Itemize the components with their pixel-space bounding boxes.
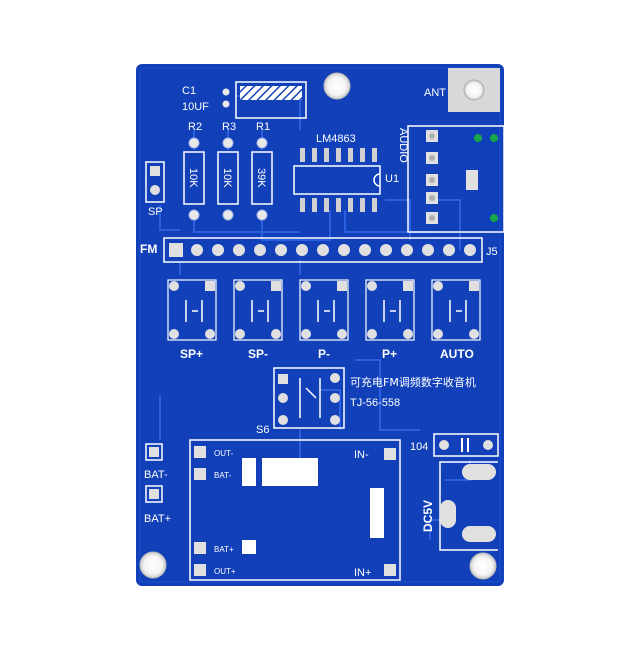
bat-minus-label: BAT- <box>144 469 168 481</box>
r1-label: R1 <box>256 121 270 133</box>
mounting-hole-bottom-right <box>469 552 497 580</box>
resistor-r3: 10K <box>217 137 239 221</box>
j5-label: J5 <box>486 246 498 258</box>
dc5v-jack-footprint <box>439 461 498 551</box>
r2-value: 10K <box>187 168 199 188</box>
pcb-board <box>136 64 504 586</box>
button-label-p-plus: P+ <box>382 347 397 361</box>
capacitor-104-footprint <box>433 433 499 457</box>
charging-module-outline <box>189 439 401 581</box>
speaker-connector <box>145 161 165 203</box>
button-footprint-sp-plus <box>167 279 217 341</box>
button-footprint-auto <box>431 279 481 341</box>
r2-label: R2 <box>188 121 202 133</box>
in-plus-label: IN+ <box>354 567 371 579</box>
cap-104-label: 104 <box>410 441 428 453</box>
module-bat-minus: BAT- <box>214 471 232 480</box>
button-footprint-p-minus <box>299 279 349 341</box>
model-label: TJ-56-558 <box>350 397 400 409</box>
audio-label: AUDIO <box>397 128 409 163</box>
module-out-plus: OUT+ <box>214 567 236 576</box>
button-label-p-minus: P- <box>318 347 330 361</box>
bat-minus-pad <box>145 443 163 461</box>
bat-plus-pad <box>145 485 163 503</box>
resistor-r2: 10K <box>183 137 205 221</box>
lm4863-ic-footprint <box>293 148 381 212</box>
mounting-hole-bottom-left <box>139 551 167 579</box>
c1-capacitor-outline <box>235 81 307 119</box>
r1-value: 39K <box>255 168 267 188</box>
audio-jack-footprint <box>407 125 505 233</box>
u1-label: U1 <box>385 173 399 185</box>
r3-label: R3 <box>222 121 236 133</box>
button-footprint-sp-minus <box>233 279 283 341</box>
s6-switch-footprint <box>273 367 345 429</box>
ic-name-label: LM4863 <box>316 133 356 145</box>
r3-value: 10K <box>221 168 233 188</box>
button-footprint-p-plus <box>365 279 415 341</box>
s6-label: S6 <box>256 424 269 436</box>
button-label-sp-plus: SP+ <box>180 347 203 361</box>
module-out-minus: OUT- <box>214 449 233 458</box>
sp-label: SP <box>148 206 163 218</box>
in-minus-label: IN- <box>354 449 369 461</box>
resistor-r1: 39K <box>251 137 273 221</box>
fm-label: FM <box>140 242 157 256</box>
ant-label: ANT <box>424 87 446 99</box>
button-label-sp-minus: SP- <box>248 347 268 361</box>
cap-value-label: 10UF <box>182 101 209 113</box>
dc5v-label: DC5V <box>421 500 435 532</box>
module-bat-plus: BAT+ <box>214 545 234 554</box>
c1-label: C1 <box>182 85 196 97</box>
board-title-cn: 可充电FM调频数字收音机 <box>350 375 476 389</box>
button-label-auto: AUTO <box>440 347 474 361</box>
bat-plus-label: BAT+ <box>144 513 171 525</box>
mounting-hole <box>323 72 351 100</box>
fm-pin-header <box>163 237 483 263</box>
